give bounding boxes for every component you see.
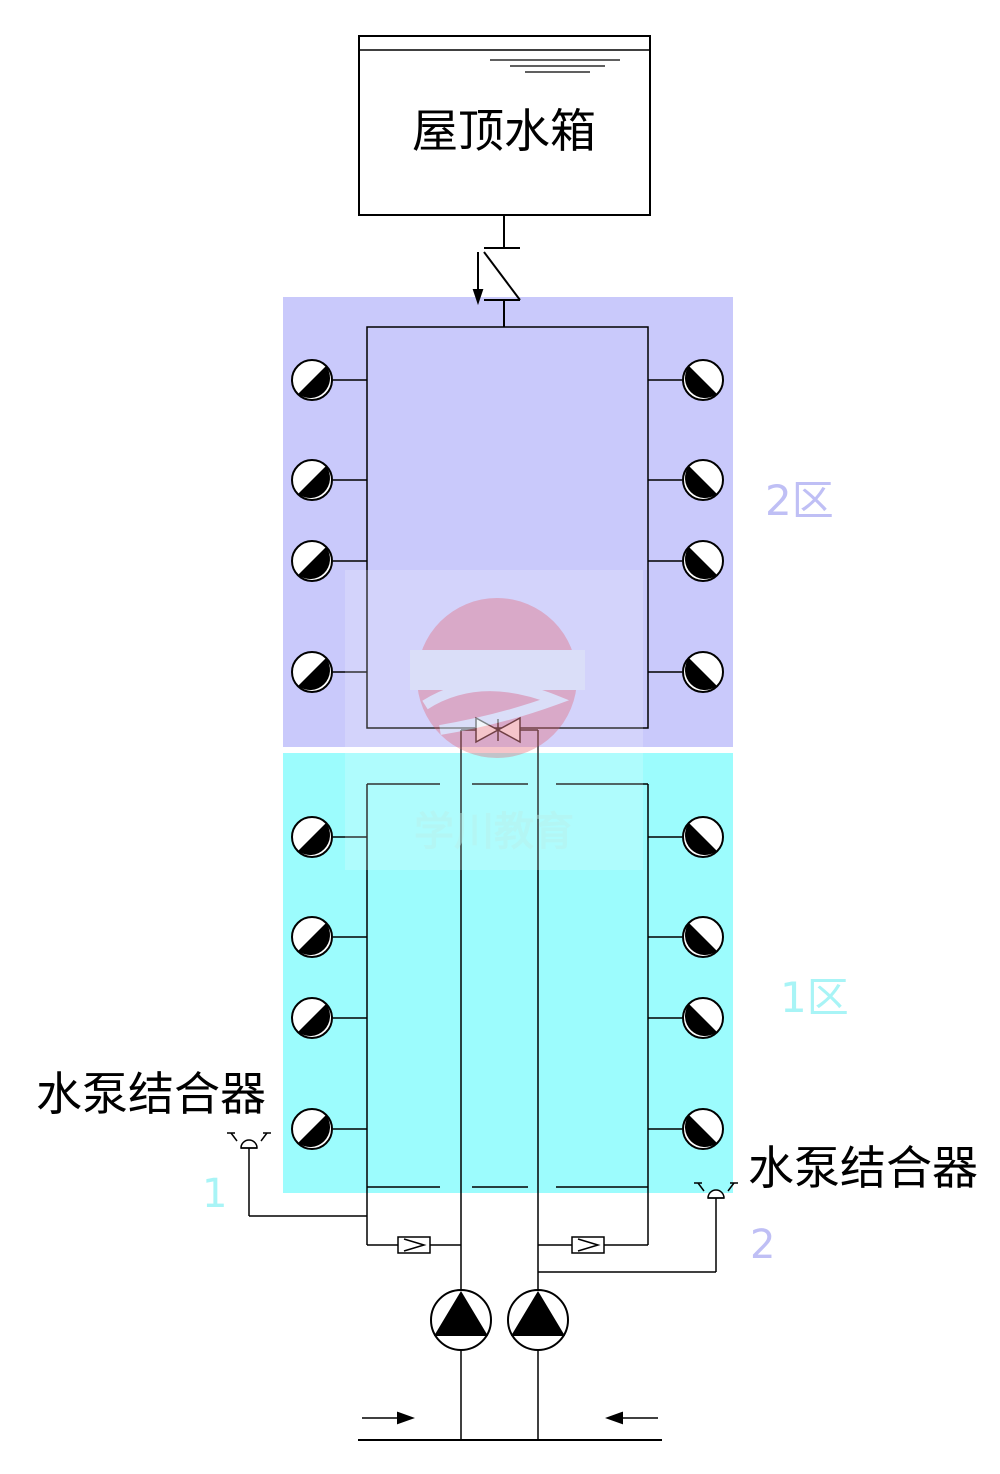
hydrant-icon <box>291 816 333 858</box>
pump-adapter-right <box>538 1182 738 1273</box>
pump-icon <box>430 1289 492 1440</box>
roof-tank-label: 屋顶水箱 <box>412 104 596 158</box>
hydrant-icon <box>291 916 333 958</box>
zone-2-label: 2区 <box>765 476 834 525</box>
check-valve-icon <box>571 1236 605 1254</box>
hydrant-icon <box>291 359 333 401</box>
zone-1-riser-loop <box>366 783 649 1245</box>
zone-1-area <box>283 753 733 1193</box>
hydrant-icon <box>682 997 724 1039</box>
hydrant-icon <box>291 540 333 582</box>
roof-tank: 屋顶水箱 <box>358 35 651 216</box>
hydrant-icon <box>291 997 333 1039</box>
watermark-text: 学川教育 <box>414 809 574 855</box>
zone-2-hydrants-right <box>648 379 682 673</box>
adapter-left-number: 1 <box>202 1171 227 1217</box>
watermark-logo-icon <box>410 598 585 758</box>
pump-adapter-left-label: 水泵结合器 <box>36 1067 266 1121</box>
zone-2-hydrants-left <box>333 379 367 673</box>
pump-icon <box>507 1289 569 1440</box>
hydrant-icon <box>291 1108 333 1150</box>
hydrant-icon <box>682 916 724 958</box>
adapter-right-number: 2 <box>750 1222 775 1268</box>
hydrant-icon <box>291 651 333 693</box>
zone-1-hydrants-right <box>648 836 682 1130</box>
hydrant-icon <box>682 816 724 858</box>
hydrant-icon <box>682 540 724 582</box>
check-valve-icon <box>472 215 521 327</box>
hydrant-icon <box>682 1108 724 1150</box>
hydrant-icon <box>682 651 724 693</box>
pump-adapter-right-label: 水泵结合器 <box>748 1141 978 1195</box>
zone-1-hydrants-left <box>333 836 367 1130</box>
hydrant-icon <box>682 359 724 401</box>
supply-main <box>358 1411 662 1441</box>
pump-adapter-left <box>227 1132 367 1217</box>
check-valve-icon <box>397 1236 431 1254</box>
hydrant-icon <box>682 459 724 501</box>
watermark: 学川教育 <box>345 570 643 870</box>
zone-1-label: 1区 <box>780 973 849 1022</box>
main-risers <box>460 729 539 1290</box>
hydrant-icon <box>291 459 333 501</box>
